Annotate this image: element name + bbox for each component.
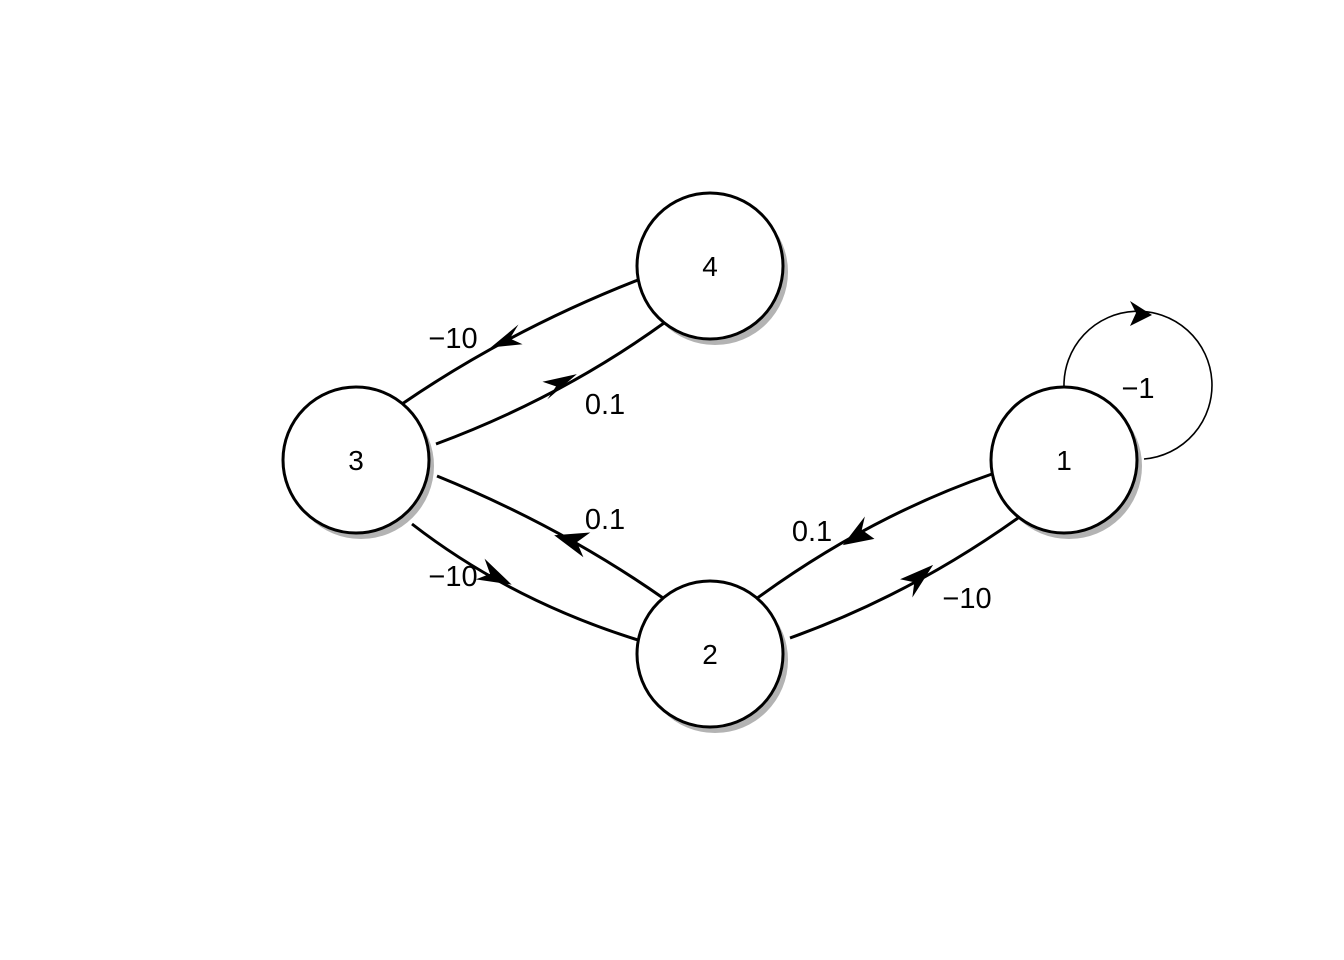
arrowhead-4-to-3: [490, 324, 523, 348]
arrowhead-2-to-3: [554, 532, 591, 558]
edge-2-to-1: −10: [789, 516, 1019, 640]
edge-3-to-4: 0.1: [435, 321, 665, 446]
edge-1-to-1: −1: [1063, 301, 1213, 460]
edge-label-1-to-2: 0.1: [792, 516, 832, 548]
edge-4-to-3: −10: [401, 278, 639, 406]
node-3: 3: [281, 385, 434, 539]
arrowhead-1-to-2: [842, 516, 875, 546]
edge-1-to-2: 0.1: [755, 472, 993, 601]
node-4: 4: [635, 191, 788, 345]
node-label-1: 1: [1056, 445, 1072, 476]
edge-label-1-to-1: −1: [1121, 373, 1154, 405]
edge-label-4-to-3: −10: [428, 323, 477, 355]
edge-label-2-to-3: 0.1: [585, 504, 625, 536]
node-2: 2: [635, 579, 788, 733]
node-label-3: 3: [348, 445, 364, 476]
edge-2-to-3: 0.1: [436, 474, 664, 600]
node-label-2: 2: [702, 639, 718, 670]
edge-3-to-2: −10: [411, 522, 639, 642]
arrowhead-1-to-1: [1130, 301, 1152, 326]
arrowhead-3-to-4: [542, 374, 577, 400]
edge-label-3-to-2: −10: [428, 561, 477, 593]
edge-label-3-to-4: 0.1: [585, 389, 625, 421]
edge-label-2-to-1: −10: [942, 583, 991, 615]
arrowhead-2-to-1: [900, 564, 934, 598]
node-label-4: 4: [702, 251, 718, 282]
node-1: 1: [989, 385, 1142, 539]
arrowhead-3-to-2: [475, 558, 512, 585]
